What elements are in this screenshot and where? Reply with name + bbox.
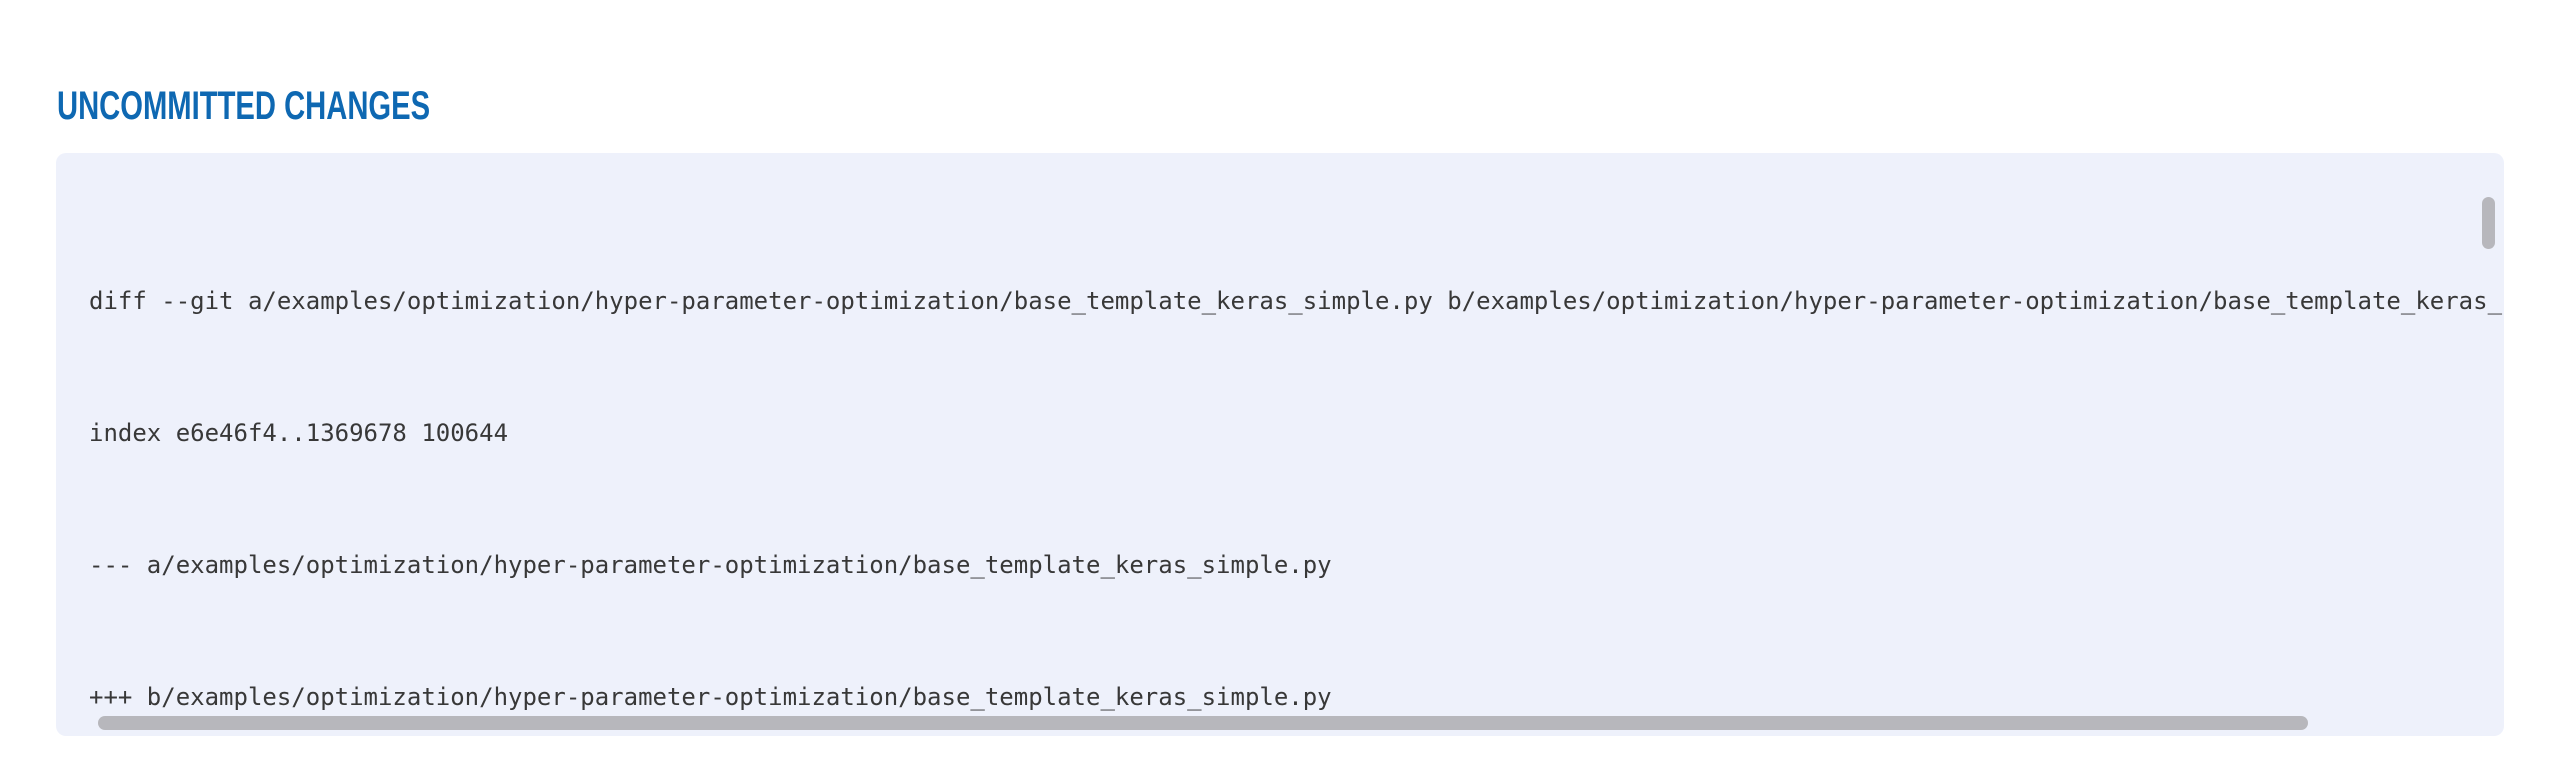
diff-line: diff --git a/examples/optimization/hyper… [89,287,2504,315]
diff-line: --- a/examples/optimization/hyper-parame… [89,551,1332,579]
diff-line: +++ b/examples/optimization/hyper-parame… [89,683,1332,711]
diff-code-content: diff --git a/examples/optimization/hyper… [89,191,2504,736]
vertical-scrollbar-thumb[interactable] [2482,197,2495,249]
horizontal-scrollbar-thumb[interactable] [98,716,2308,730]
section-heading-uncommitted-changes: UNCOMMITTED CHANGES [57,84,431,128]
diff-code-panel[interactable]: diff --git a/examples/optimization/hyper… [56,153,2504,736]
diff-line: index e6e46f4..1369678 100644 [89,419,509,447]
